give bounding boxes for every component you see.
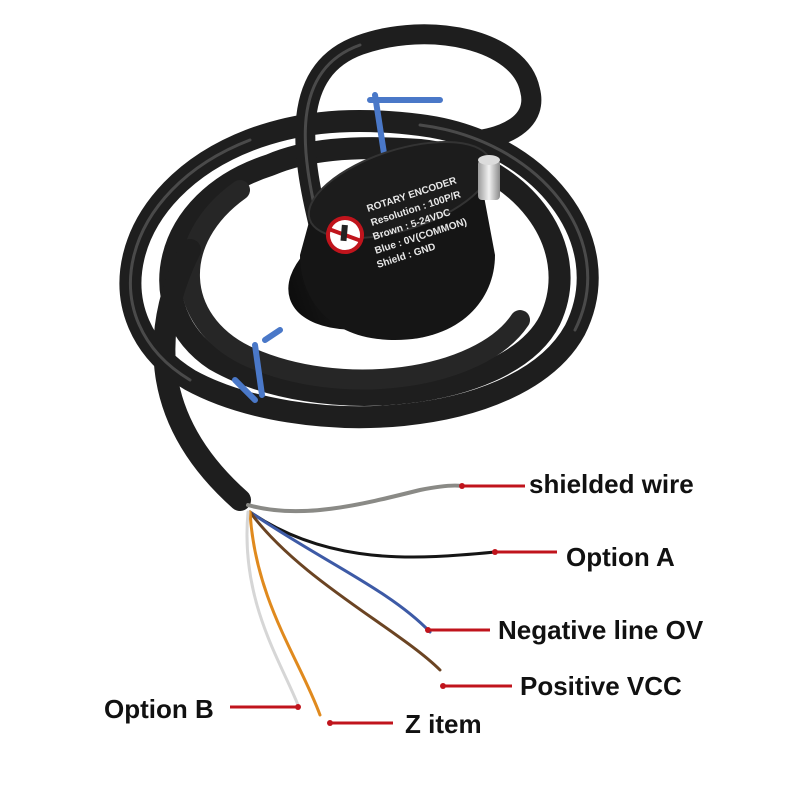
cable-tail	[153, 239, 251, 511]
wire-shield	[246, 483, 464, 514]
cable-tie-top	[367, 92, 443, 163]
wires	[245, 483, 498, 726]
wire-blue	[248, 510, 432, 634]
label-z-item: Z item	[405, 709, 482, 739]
encoder-shaft	[478, 160, 500, 200]
cable-coil	[119, 24, 599, 511]
wire-orange	[248, 510, 322, 717]
wire-white	[245, 510, 300, 707]
encoder-body	[288, 140, 500, 340]
label-option-a: Option A	[566, 542, 675, 572]
cable-ties	[232, 92, 443, 403]
wire-brown	[248, 510, 442, 672]
label-positive-vcc: Positive VCC	[520, 671, 682, 701]
label-shielded-wire: shielded wire	[529, 469, 694, 499]
label-negative-line: Negative line OV	[498, 615, 704, 645]
leader-lines	[230, 484, 557, 725]
warning-sticker	[326, 216, 364, 254]
cable-tie-bottom	[232, 327, 283, 403]
wire-black	[248, 510, 497, 559]
label-option-b: Option B	[104, 694, 214, 724]
